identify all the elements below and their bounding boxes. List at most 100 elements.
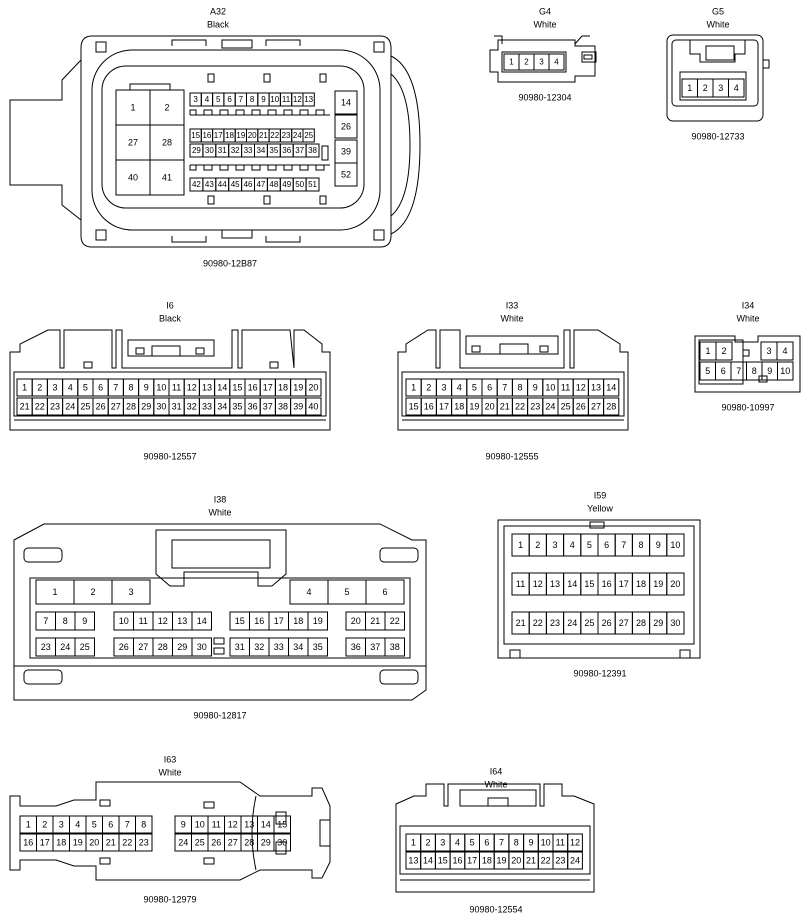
pin-number: 34: [256, 146, 265, 155]
pin-number: 29: [177, 642, 187, 652]
pin-number: 24: [567, 618, 577, 628]
pin-number: 3: [552, 540, 557, 550]
pin-number: 3: [193, 95, 198, 104]
pin-frame: [401, 371, 625, 417]
connector-color: Black: [159, 313, 182, 323]
lock-tab: [539, 345, 549, 353]
tab-notch: [207, 73, 215, 83]
pin-number: 26: [96, 401, 106, 411]
pin-number: 13: [408, 855, 418, 865]
pin-number: 29: [141, 401, 151, 411]
pin-number: 18: [454, 401, 464, 411]
pin-number: 9: [181, 819, 186, 829]
pin-number: 35: [269, 146, 278, 155]
part-number: 90980-12557: [143, 451, 196, 461]
pin-number: 7: [621, 540, 626, 550]
pin-number: 1: [518, 540, 523, 550]
connector-id: I33: [506, 300, 519, 310]
pin-number: 7: [125, 819, 130, 829]
pin-number: 5: [705, 366, 710, 376]
pin-number: 6: [484, 837, 489, 847]
tab-notch: [207, 195, 215, 205]
connector-id: I63: [164, 754, 177, 764]
pin-number: 27: [228, 837, 238, 847]
pin-number: 7: [502, 382, 507, 392]
pin-number: 35: [232, 401, 242, 411]
pin-number: 15: [584, 579, 594, 589]
connector-id: A32: [210, 6, 226, 16]
pin-number: 15: [277, 819, 287, 829]
pin-number: 31: [218, 146, 227, 155]
pin-cell: [305, 143, 320, 158]
lock-slot: [499, 343, 529, 355]
pin-number: 24: [545, 401, 555, 411]
pin-number: 6: [227, 95, 232, 104]
pin-number: 22: [533, 618, 543, 628]
pin-number: 21: [20, 401, 30, 411]
pin-cell: [191, 637, 212, 657]
pin-cell: [384, 637, 405, 657]
pin-number: 15: [235, 616, 245, 626]
pin-number: 16: [452, 855, 462, 865]
bottom-key: [171, 236, 207, 243]
pin-number: 6: [108, 819, 113, 829]
latch-row: [189, 109, 325, 115]
pin-number: 41: [162, 172, 172, 182]
pin-number: 24: [570, 855, 580, 865]
pin-number: 28: [126, 401, 136, 411]
pin-number: 13: [202, 382, 212, 392]
pin-number: 30: [205, 146, 214, 155]
pin-number: 11: [282, 95, 291, 104]
pin-number: 6: [98, 382, 103, 392]
pin-number: 36: [282, 146, 291, 155]
latch: [494, 35, 503, 44]
connector-color: White: [736, 313, 759, 323]
pin-number: 49: [282, 180, 291, 189]
lock-tab: [195, 347, 205, 355]
pin-number: 24: [60, 642, 70, 652]
part-number: 90980-12817: [193, 710, 246, 720]
pin-number: 9: [767, 366, 772, 376]
pin-cell: [302, 128, 315, 143]
pin-number: 20: [89, 837, 99, 847]
pin-number: 26: [211, 837, 221, 847]
pin-number: 10: [670, 540, 680, 550]
connector-id: I34: [742, 300, 755, 310]
pin-number: 17: [619, 579, 629, 589]
pin-number: 3: [59, 819, 64, 829]
pin-number: 23: [50, 401, 60, 411]
part-number: 90980-10997: [721, 402, 774, 412]
pin-number: 13: [304, 95, 313, 104]
pin-number: 11: [172, 382, 181, 392]
pin-number: 20: [670, 579, 680, 589]
pin-number: 38: [390, 642, 400, 652]
connector-housing: [397, 329, 629, 431]
pin-number: 22: [35, 401, 45, 411]
latch: [574, 35, 590, 45]
inner-frame: [503, 525, 695, 645]
pin-number: 8: [514, 837, 519, 847]
pin-number: 3: [718, 83, 723, 93]
pin-cell: [305, 177, 320, 192]
pin-number: 32: [187, 401, 197, 411]
pin-number: 31: [235, 642, 245, 652]
connector-color: White: [158, 767, 181, 777]
pin-cell: [776, 341, 794, 361]
pin-number: 7: [113, 382, 118, 392]
pin-number: 4: [570, 540, 575, 550]
pin-number: 23: [282, 131, 291, 140]
pin-number: 1: [130, 102, 135, 112]
pin-number: 2: [524, 58, 529, 67]
pin-number: 2: [42, 819, 47, 829]
connector-latch: [9, 59, 82, 221]
pin-number: 18: [636, 579, 646, 589]
pin-number: 1: [26, 819, 31, 829]
pin-number: 17: [274, 616, 284, 626]
notch: [83, 361, 93, 369]
pin-cell: [273, 833, 291, 852]
pin-number: 21: [259, 131, 268, 140]
pin-number: 3: [766, 346, 771, 356]
pin-number: 28: [636, 618, 646, 628]
bottom-key-center: [221, 229, 253, 239]
pin-number: 40: [308, 401, 318, 411]
